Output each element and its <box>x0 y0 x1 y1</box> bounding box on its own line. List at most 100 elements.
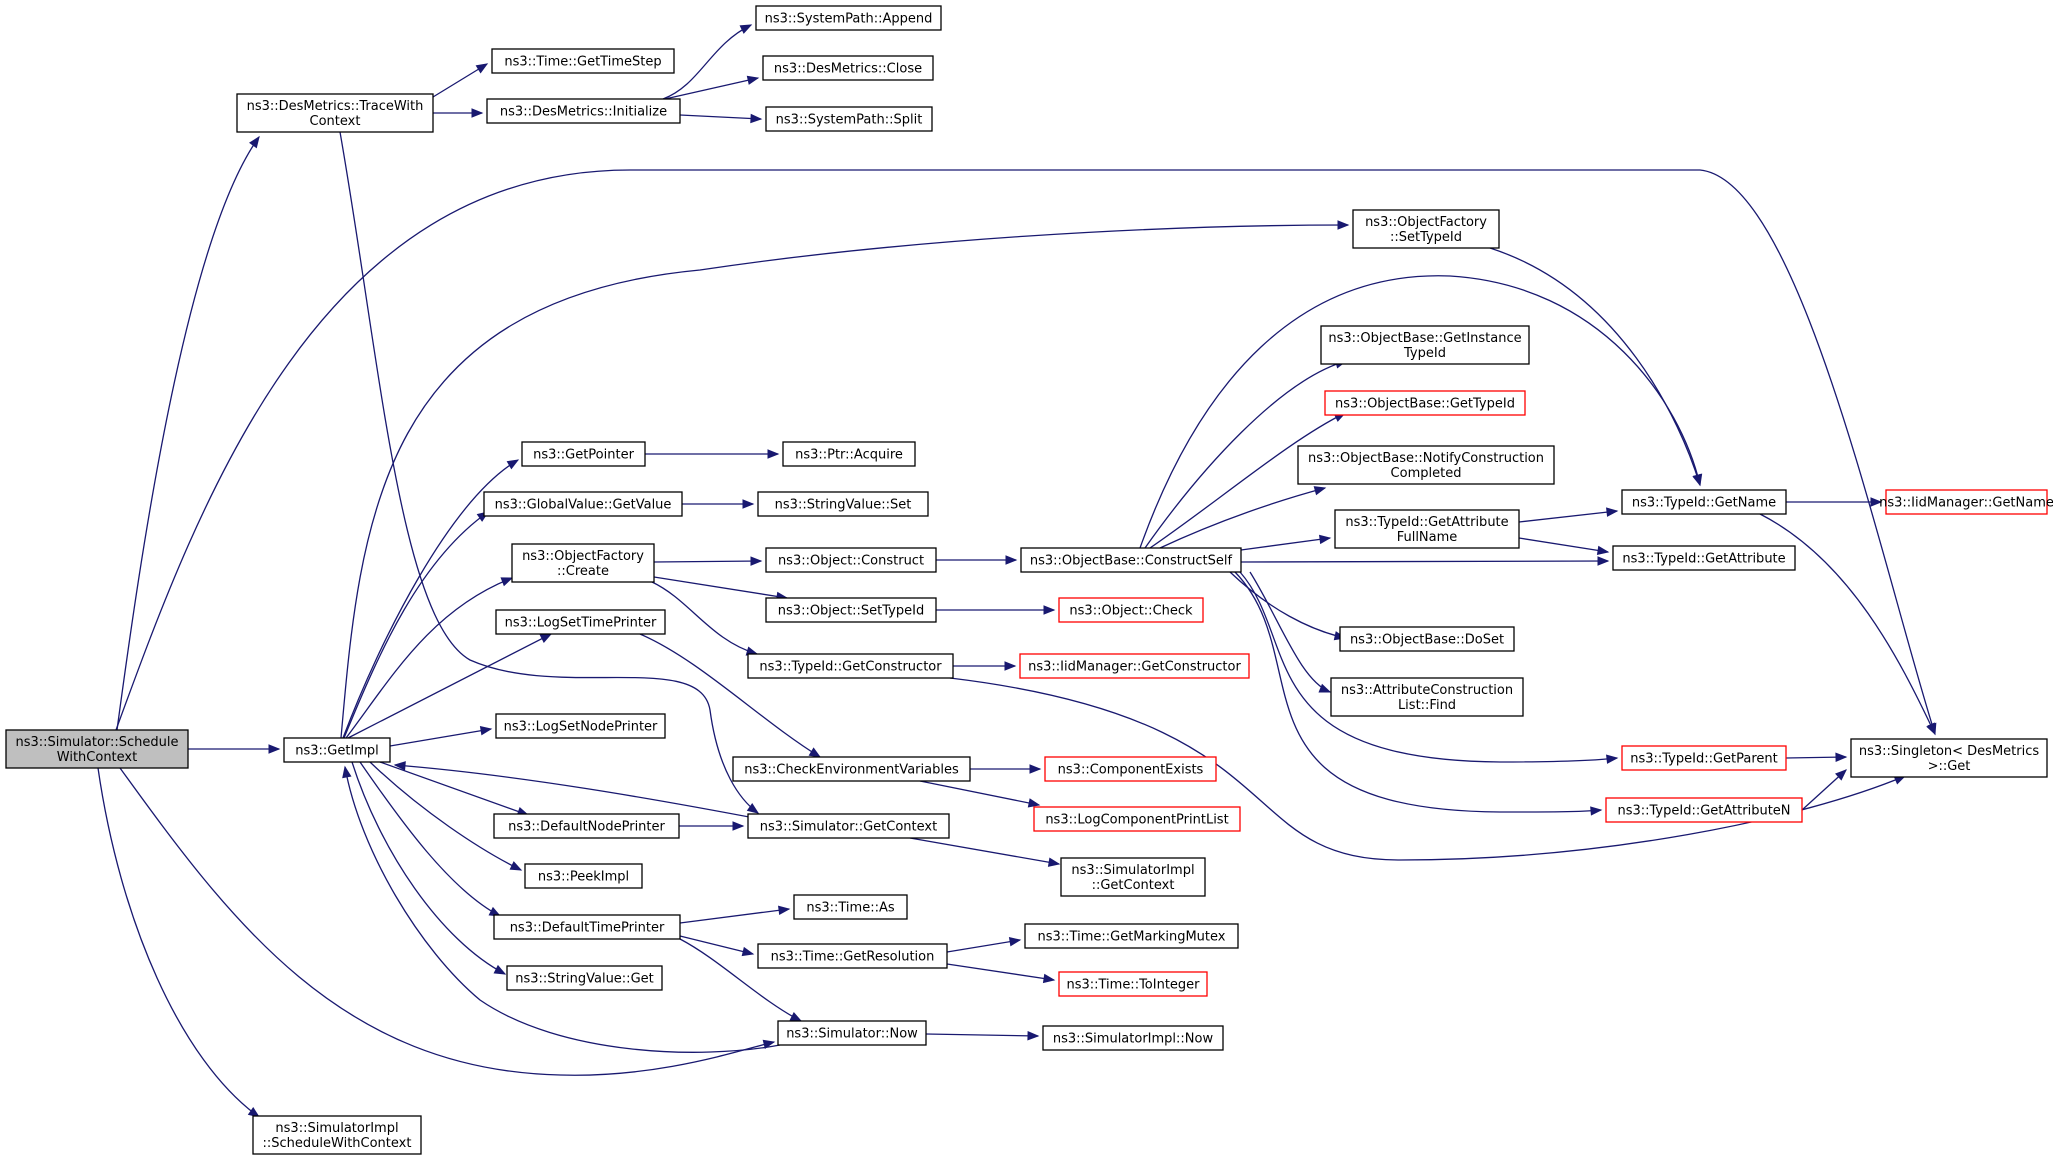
node-of_create[interactable]: ns3::ObjectFactory::Create <box>511 543 655 583</box>
node-getattributen[interactable]: ns3::TypeId::GetAttributeN <box>1605 797 1803 823</box>
edge-checkenv-to-logcompprint <box>919 780 1041 808</box>
node-label: ns3::PeekImpl <box>538 870 629 885</box>
node-label: ns3::DesMetrics::TraceWith <box>247 99 424 114</box>
node-box <box>493 813 680 839</box>
node-label: ::Create <box>557 564 609 579</box>
node-label: ns3::Object::SetTypeId <box>778 604 924 619</box>
edge-line <box>679 935 754 955</box>
node-label: Completed <box>1391 466 1462 481</box>
node-logsettime[interactable]: ns3::LogSetTimePrinter <box>495 609 666 635</box>
node-time_as[interactable]: ns3::Time::As <box>793 894 908 920</box>
edge-constructself-to-getattrfull <box>1240 534 1332 551</box>
edge-constructself-to-getattribute <box>1240 556 1610 566</box>
node-compexists[interactable]: ns3::ComponentExists <box>1044 756 1217 782</box>
node-getimpl[interactable]: ns3::GetImpl <box>283 737 391 763</box>
node-obj_construct[interactable]: ns3::Object::Construct <box>765 547 937 573</box>
edge-arrowhead <box>750 113 763 124</box>
edge-line <box>639 633 821 758</box>
node-checkenv[interactable]: ns3::CheckEnvironmentVariables <box>732 756 971 782</box>
edge-initialize-to-append <box>662 24 753 100</box>
edge-arrowhead <box>1029 764 1042 774</box>
node-doset[interactable]: ns3::ObjectBase::DoSet <box>1339 626 1515 652</box>
node-schedule[interactable]: ns3::Simulator::ScheduleWithContext <box>5 729 189 769</box>
edge-line <box>946 963 1055 981</box>
node-logsetnode[interactable]: ns3::LogSetNodePrinter <box>495 713 666 739</box>
node-gv_getvalue[interactable]: ns3::GlobalValue::GetValue <box>483 491 683 517</box>
node-box <box>493 914 681 940</box>
node-label: ns3::ComponentExists <box>1058 763 1204 778</box>
node-iid_getconstructor[interactable]: ns3::IidManager::GetConstructor <box>1019 653 1250 679</box>
node-box <box>252 1115 422 1155</box>
node-obj_check[interactable]: ns3::Object::Check <box>1058 597 1204 623</box>
edge-line <box>653 576 788 599</box>
node-getattribute[interactable]: ns3::TypeId::GetAttribute <box>1612 545 1796 571</box>
edge-arrowhead <box>1318 683 1332 693</box>
edge-of_create-to-obj_settypeid <box>653 576 789 602</box>
node-getpointer[interactable]: ns3::GetPointer <box>521 441 646 467</box>
node-sv_get[interactable]: ns3::StringValue::Get <box>506 965 663 991</box>
node-gettimestep[interactable]: ns3::Time::GetTimeStep <box>491 48 675 74</box>
node-getname[interactable]: ns3::TypeId::GetName <box>1621 489 1787 515</box>
edge-arrowhead <box>1870 497 1883 507</box>
node-box <box>5 729 189 769</box>
node-singleton[interactable]: ns3::Singleton< DesMetrics >::Get <box>1850 738 2048 778</box>
edge-arrowhead <box>767 449 780 459</box>
edge-arrowhead <box>342 765 352 779</box>
node-box <box>782 441 916 467</box>
node-tointeger[interactable]: ns3::Time::ToInteger <box>1058 971 1208 997</box>
node-label: ::GetContext <box>1092 878 1175 893</box>
node-close[interactable]: ns3::DesMetrics::Close <box>762 55 934 81</box>
node-append[interactable]: ns3::SystemPath::Append <box>755 5 942 31</box>
node-logcompprint[interactable]: ns3::LogComponentPrintList <box>1033 806 1241 832</box>
node-deftimeprinter[interactable]: ns3::DefaultTimePrinter <box>493 914 681 940</box>
node-ob_gettypeid[interactable]: ns3::ObjectBase::GetTypeId <box>1324 390 1526 416</box>
node-sim_now[interactable]: ns3::Simulator::Now <box>777 1020 927 1046</box>
edge-arrowhead <box>778 905 791 915</box>
node-getparent[interactable]: ns3::TypeId::GetParent <box>1621 745 1787 771</box>
node-initialize[interactable]: ns3::DesMetrics::Initialize <box>486 98 681 124</box>
edge-checkenv-to-compexists <box>970 764 1042 774</box>
edge-arrowhead <box>506 459 520 470</box>
node-box <box>1033 806 1241 832</box>
node-defnodeprinter[interactable]: ns3::DefaultNodePrinter <box>493 813 680 839</box>
node-settypeid_of[interactable]: ns3::ObjectFactory::SetTypeId <box>1352 209 1500 249</box>
node-obj_settypeid[interactable]: ns3::Object::SetTypeId <box>765 597 937 623</box>
node-simimpl_schedule[interactable]: ns3::SimulatorImpl::ScheduleWithContext <box>252 1115 422 1155</box>
node-label: ns3::Time::GetTimeStep <box>504 55 661 70</box>
edge-getconstructor-to-iid_getconstructor <box>953 661 1017 671</box>
node-label: ns3::Simulator::Schedule <box>15 735 178 750</box>
node-notify[interactable]: ns3::ObjectBase::NotifyConstructionCompl… <box>1297 445 1555 485</box>
node-sv_set[interactable]: ns3::StringValue::Set <box>757 491 929 517</box>
edge-arrowhead <box>249 135 260 149</box>
edge-line <box>344 766 781 1053</box>
node-getresolution[interactable]: ns3::Time::GetResolution <box>757 943 948 969</box>
edge-arrowhead <box>1008 937 1022 947</box>
node-getconstructor[interactable]: ns3::TypeId::GetConstructor <box>747 653 954 679</box>
edge-arrowhead <box>750 556 763 566</box>
edge-getimpl-to-getpointer <box>342 459 520 739</box>
node-box <box>236 93 434 133</box>
node-label: ns3::Ptr::Acquire <box>795 448 903 463</box>
node-label: ns3::StringValue::Set <box>775 498 912 513</box>
node-box <box>732 756 971 782</box>
node-acquire[interactable]: ns3::Ptr::Acquire <box>782 441 916 467</box>
node-constructself[interactable]: ns3::ObjectBase::ConstructSelf <box>1020 547 1242 573</box>
node-sim_getcontext[interactable]: ns3::Simulator::GetContext <box>747 813 950 839</box>
node-label: ns3::StringValue::Get <box>515 972 653 987</box>
node-simimpl_getcontext[interactable]: ns3::SimulatorImpl::GetContext <box>1060 857 1206 897</box>
node-split[interactable]: ns3::SystemPath::Split <box>765 106 933 132</box>
edge-line <box>432 63 488 98</box>
edge-arrowhead <box>1319 534 1332 545</box>
edge-schedule-to-simimpl_schedule <box>97 767 261 1118</box>
node-getmarkingmutex[interactable]: ns3::Time::GetMarkingMutex <box>1024 923 1239 949</box>
edge-arrowhead <box>739 24 753 34</box>
node-box <box>747 653 954 679</box>
node-peekimpl[interactable]: ns3::PeekImpl <box>524 863 643 889</box>
edge-arrowhead <box>479 726 493 736</box>
node-iid_getname[interactable]: ns3::IidManager::GetName <box>1879 489 2053 515</box>
node-simimpl_now[interactable]: ns3::SimulatorImpl::Now <box>1042 1025 1224 1051</box>
